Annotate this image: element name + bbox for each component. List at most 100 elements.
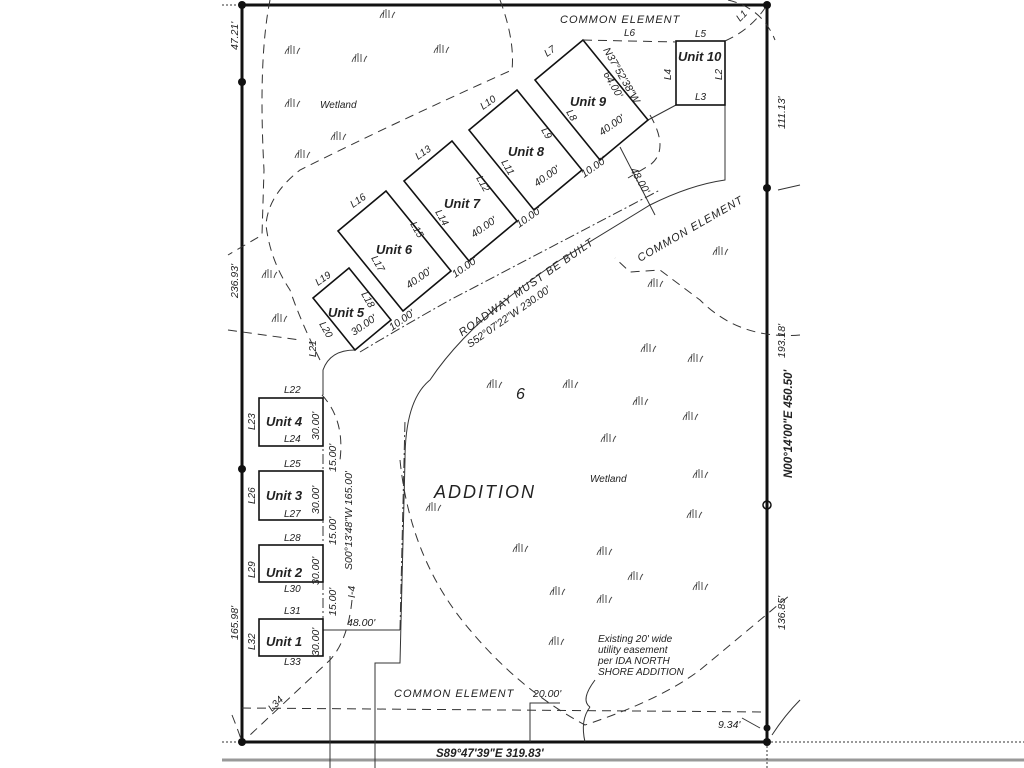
- monument-marker: [763, 184, 771, 192]
- unit-8-lot: [467, 88, 584, 212]
- grass-icon: [647, 278, 664, 288]
- grass-icon: [549, 586, 566, 596]
- unit-label: Unit 2: [266, 565, 303, 580]
- monument-marker: [238, 78, 246, 86]
- grass-icon: [512, 543, 529, 553]
- grass-icon: [596, 594, 613, 604]
- grass-icon: [687, 353, 704, 363]
- note-line: Existing 20' wide: [598, 634, 673, 645]
- south-bearing: S89°47'39"E 319.83': [436, 748, 545, 760]
- grass-icon: [640, 343, 657, 353]
- unit-label: Unit 9: [570, 94, 607, 109]
- line-label: L24: [284, 434, 301, 445]
- boundary-dimensions: 47.21' 236.93' 165.98' 111.13' 193.18' N…: [229, 21, 795, 760]
- monument-marker: [763, 738, 771, 746]
- unit-label: Unit 5: [328, 305, 365, 320]
- grass-icon: [284, 98, 301, 108]
- dimension: 30.00': [310, 556, 322, 585]
- grass-icon: [379, 9, 396, 19]
- grass-icon: [351, 53, 368, 63]
- east-bearing: N00°14'00"E 450.50': [783, 368, 795, 478]
- dimension: 30.00': [310, 411, 322, 440]
- property-boundary: [222, 0, 1024, 768]
- unit-lots: [258, 7, 766, 657]
- line-label: L2: [714, 68, 725, 80]
- unit-1-lot: [258, 618, 324, 657]
- easement-note: Existing 20' wide utility easement per I…: [597, 634, 685, 678]
- marker-label: I-4: [346, 586, 358, 598]
- east-mid-distance: 193.18': [776, 323, 788, 358]
- monument-marker: [238, 465, 246, 473]
- line-label: L28: [284, 533, 301, 544]
- unit-labels: Unit 1 Unit 2 Unit 3 Unit 4 Unit 5 Unit …: [266, 49, 722, 649]
- line-label: L8: [563, 108, 578, 124]
- dimension: 15.00': [327, 587, 339, 616]
- grass-icon: [600, 433, 617, 443]
- line-label: L32: [247, 633, 258, 650]
- common-element-label: COMMON ELEMENT: [560, 14, 681, 26]
- bearing: S00°13'48"W 165.00': [343, 470, 355, 570]
- monument-marker: [238, 738, 246, 746]
- note-line: utility easement: [598, 645, 669, 656]
- wetland-label: Wetland: [320, 100, 357, 111]
- grass-icon: [271, 313, 288, 323]
- west-top-distance: 47.21': [229, 21, 241, 50]
- monument-marker: [763, 724, 771, 732]
- unit-label: Unit 3: [266, 488, 303, 503]
- west-mid-distance: 236.93': [229, 263, 241, 299]
- grass-icon: [294, 149, 311, 159]
- dimension: 48.00': [347, 617, 376, 629]
- unit-5-lot: [311, 266, 393, 352]
- unit-3-lot: [258, 470, 324, 521]
- grass-icon: [632, 396, 649, 406]
- unit-4-lot: [258, 397, 324, 447]
- line-label: L4: [663, 68, 674, 80]
- line-label: L6: [624, 28, 636, 39]
- line-label: L27: [284, 509, 301, 520]
- grass-icon: [425, 502, 442, 512]
- grass-icon: [433, 44, 450, 54]
- unit-10-lot: [675, 40, 726, 106]
- wetland-label: Wetland: [590, 474, 627, 485]
- monument-marker: [238, 1, 246, 9]
- line-label: L9: [538, 126, 553, 142]
- monument-marker: [762, 500, 772, 510]
- grass-icon: [596, 546, 613, 556]
- line-label: L22: [284, 385, 301, 396]
- grass-icon: [261, 269, 278, 279]
- line-label: L31: [284, 606, 301, 617]
- grass-icon: [548, 636, 565, 646]
- unit-2-lot: [258, 544, 324, 583]
- wetland-grass-symbols: [261, 9, 729, 646]
- line-label: L26: [247, 487, 258, 504]
- dimension: 15.00': [327, 443, 339, 472]
- unit-label: Unit 8: [508, 144, 545, 159]
- west-bottom-distance: 165.98': [229, 605, 241, 640]
- unit-label: Unit 4: [266, 414, 303, 429]
- grass-icon: [486, 379, 503, 389]
- unit-6-lot: [336, 189, 453, 313]
- grass-icon: [686, 509, 703, 519]
- grass-icon: [692, 581, 709, 591]
- line-label: L30: [284, 584, 301, 595]
- note-line: SHORE ADDITION: [598, 667, 685, 678]
- grass-icon: [330, 131, 347, 141]
- grass-icon: [284, 45, 301, 55]
- grass-icon: [712, 246, 729, 256]
- grass-icon: [682, 411, 699, 421]
- roadway: [241, 104, 768, 768]
- unit-label: Unit 6: [376, 242, 413, 257]
- line-label: L21: [308, 340, 319, 357]
- unit-label: Unit 7: [444, 196, 481, 211]
- line-label: L33: [284, 657, 301, 668]
- unit-label: Unit 10: [678, 49, 722, 64]
- line-label: L25: [284, 459, 301, 470]
- dimension: 30.00': [310, 485, 322, 514]
- easement-width: 20.00': [532, 688, 562, 700]
- note-line: per IDA NORTH: [597, 656, 670, 667]
- dimension: 15.00': [327, 516, 339, 545]
- line-label: L23: [247, 413, 258, 430]
- grass-icon: [562, 379, 579, 389]
- unit-label: Unit 1: [266, 634, 302, 649]
